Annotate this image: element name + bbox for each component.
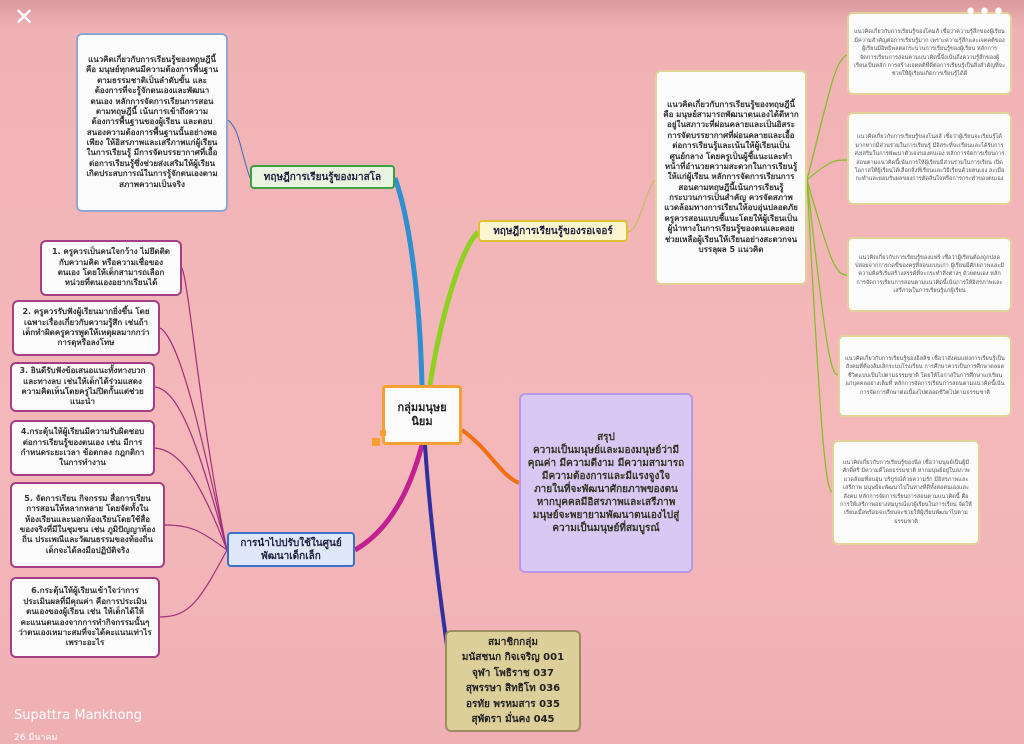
members-box: สมาชิกกลุ่ม มนัสชนก กิจเจริญ 001 จุฬา โพ… <box>445 630 581 732</box>
summary-text: ความเป็นมนุษย์และมองมนุษย์ว่ามีคุณค่า มี… <box>527 445 685 534</box>
topic-application: การนำไปปรับใช้ในศูนย์พัฒนาเด็กเล็ก <box>227 532 355 567</box>
application-item: 2. ครูควรรับฟังผู้เรียนมากยิ่งขึ้น โดยเฉ… <box>12 300 160 356</box>
poster-name[interactable]: Supattra Mankhong <box>14 708 142 723</box>
link-rogers <box>427 230 480 386</box>
link-summary <box>460 428 520 485</box>
members-title: สมาชิกกลุ่ม <box>488 636 538 648</box>
member-row: มนัสชนก กิจเจริญ 001 <box>461 652 565 663</box>
application-item: 3. ยินดีรับฟังข้อเสนอแนะทั้งทางบวกและทาง… <box>10 362 155 412</box>
member-row: จุฬา โพธิราช 037 <box>472 667 554 679</box>
link-rogers-detail <box>627 179 656 233</box>
application-item: 5. จัดการเรียน กิจกรรม สื่อการเรียนการสอ… <box>10 482 165 568</box>
decor-square-icon <box>380 430 386 436</box>
center-node: กลุ่มมนุษยนิยม <box>382 385 462 445</box>
concept-freire: แนวคิดเกี่ยวกับการเรียนรู้ของแฟร์ เชื่อว… <box>847 237 1012 312</box>
close-icon[interactable]: ✕ <box>14 3 35 31</box>
post-date: 26 มีนาคม <box>14 733 58 743</box>
topic-rogers: ทฤษฎีการเรียนรู้ของรอเจอร์ <box>478 220 628 242</box>
application-item: 1. ครูควรเป็นคนใจกว้าง ไม่ยึดติดกับความค… <box>40 240 182 296</box>
concept-combs: แนวคิดเกี่ยวกับการเรียนรู้ของโคมส์ เชื่อ… <box>847 12 1012 95</box>
concept-illich: แนวคิดเกี่ยวกับการเรียนรู้ของอิลลิช เชื่… <box>838 335 1012 417</box>
member-row: อรทัย พรหมสาร 035 <box>466 698 560 710</box>
maslow-detail: แนวคิดเกี่ยวกับการเรียนรู้ของทฤษฎีนี้ คื… <box>76 33 228 212</box>
summary-title: สรุป <box>597 432 615 443</box>
summary-box: สรุป ความเป็นมนุษย์และมองมนุษย์ว่ามีคุณค… <box>519 393 693 573</box>
link-maslow <box>392 177 425 386</box>
concept-knowles: แนวคิดเกี่ยวกับการเรียนรู้ของโนลส์ เชื่อ… <box>847 112 1012 205</box>
application-item: 6.กระตุ้นให้ผู้เรียนเข้าใจว่าการประเมินผ… <box>10 577 160 658</box>
link-application <box>353 444 425 553</box>
topic-maslow: ทฤษฎีการเรียนรู้ของมาสโล <box>250 165 395 189</box>
application-item: 4.กระตุ้นให้ผู้เรียนมีความรับผิดชอบต่อกา… <box>10 420 155 476</box>
decor-square-icon <box>372 438 380 446</box>
member-row: สุพรรษา สิทธิโท 036 <box>465 683 561 694</box>
member-row: สุพัตรา มั่นคง 045 <box>471 714 555 725</box>
concept-neill: แนวคิดเกี่ยวกับการเรียนรู้ของนีล เชื่อว่… <box>832 440 980 545</box>
link-maslow-detail <box>227 119 251 179</box>
more-icon[interactable]: ••• <box>964 0 1006 25</box>
rogers-detail: แนวคิดเกี่ยวกับการเรียนรู้ของทฤษฎีนี้ คื… <box>655 70 807 285</box>
